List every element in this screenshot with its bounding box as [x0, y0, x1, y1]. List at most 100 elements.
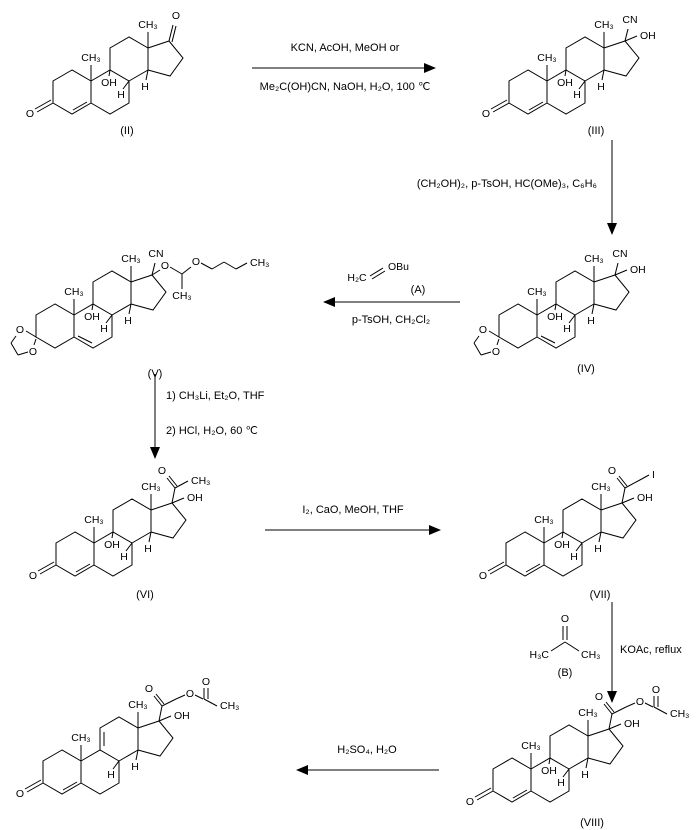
- bonds: [474, 696, 668, 803]
- ketone-o-label: O: [29, 570, 37, 582]
- compound-label-a: (A): [411, 284, 426, 296]
- c14-h-label: H: [597, 81, 605, 93]
- c19-methyl-label: CH₃: [71, 732, 90, 744]
- acetyl-methyl-label: CH₃: [670, 708, 689, 720]
- c8-h-label: H: [117, 89, 125, 101]
- butyl-methyl-label: CH₃: [250, 257, 269, 269]
- compound-label-ii: (II): [120, 125, 133, 137]
- structure-b-acetone: O H₃C CH₃ (B): [530, 613, 601, 679]
- c19-methyl-label: CH₃: [521, 740, 540, 752]
- bonds: [473, 262, 630, 356]
- c9-hydroxy-label: OH: [84, 311, 100, 323]
- ether-o2-label: O: [192, 256, 200, 268]
- c8-h-label: H: [570, 551, 578, 563]
- acetyl-carbonyl-o-label: O: [202, 676, 210, 688]
- acetal-methyl-label: CH₃: [172, 290, 191, 302]
- c17-hydroxy-label: OH: [630, 264, 646, 276]
- c8-h-label: H: [107, 769, 115, 781]
- c9-hydroxy-label: OH: [541, 765, 557, 777]
- compound-label-viii: (VIII): [580, 817, 604, 829]
- nitrile-label: CN: [612, 248, 627, 260]
- c19-methyl-label: CH₃: [537, 52, 556, 64]
- arrow-step6: [607, 602, 617, 703]
- c14-h-label: H: [581, 769, 589, 781]
- structure-viii: O CH₃ CH₃ OH H H O O O CH₃ OH (VIII): [466, 684, 690, 829]
- c20-ketone-o-label: O: [595, 691, 603, 703]
- ketone-o-label: O: [482, 108, 490, 120]
- c8-h-label: H: [120, 551, 128, 563]
- nitrile-label: CN: [148, 248, 163, 260]
- structure-iv: O O CH₃ CH₃ OH H H CN OH (IV): [473, 248, 646, 375]
- bonds: [550, 626, 580, 652]
- reagent-step1-line1: KCN, AcOH, MeOH or: [290, 42, 400, 54]
- ketone-o-label: O: [466, 796, 474, 808]
- arrow-step1: [252, 63, 436, 73]
- c8-h-label: H: [100, 323, 108, 335]
- c17-hydroxy-label: OH: [187, 492, 203, 504]
- reagent-step3: p-TsOH, CH₂Cl₂: [351, 314, 431, 326]
- bonds: [487, 474, 650, 577]
- c18-methyl-label: CH₃: [594, 19, 613, 31]
- ketal-o2-label: O: [29, 346, 37, 358]
- bonds: [369, 267, 386, 280]
- reagent-step6: KOAc, reflux: [620, 644, 682, 656]
- ester-o-label: O: [636, 696, 644, 708]
- nitrile-label: CN: [622, 14, 637, 26]
- arrow-step7: [296, 765, 439, 775]
- c21-methyl-label: CH₃: [191, 475, 210, 487]
- reagent-step5: I₂, CaO, MeOH, THF: [302, 504, 404, 516]
- compound-label-b: (B): [558, 667, 573, 679]
- c8-h-label: H: [563, 323, 571, 335]
- ketal-o1-label: O: [479, 324, 487, 336]
- c19-methyl-label: CH₃: [84, 514, 103, 526]
- compound-label-vi: (VI): [136, 589, 154, 601]
- structure-v: O O CH₃ CH₃ OH H H CN O CH₃ O CH₃ (V): [10, 248, 269, 380]
- c9-hydroxy-label: OH: [101, 77, 117, 89]
- c18-methyl-label: CH₃: [128, 699, 147, 711]
- bonds: [490, 28, 640, 115]
- c9-hydroxy-label: OH: [104, 539, 120, 551]
- c9-hydroxy-label: OH: [554, 539, 570, 551]
- structure-a-vinyl-butyl-ether: H₂C OBu (A): [347, 261, 426, 296]
- reagent-step4-line2: 2) HCl, H₂O, 60 ℃: [166, 425, 258, 437]
- c20-ketone-o-label: O: [608, 465, 616, 477]
- ketone-o-label: O: [26, 108, 34, 120]
- c8-h-label: H: [557, 777, 565, 789]
- bonds: [37, 475, 189, 577]
- reagent-step1-line2: Me₂C(OH)CN, NaOH, H₂O, 100 ℃: [259, 81, 431, 93]
- c17-ketone-o-label: O: [172, 10, 180, 22]
- ketone-o-label: O: [16, 788, 24, 800]
- c19-methyl-label: CH₃: [527, 286, 546, 298]
- h2c-label: H₂C: [347, 272, 367, 284]
- c9-hydroxy-label: OH: [547, 311, 563, 323]
- ketone-o-label: O: [479, 570, 487, 582]
- c20-ketone-o-label: O: [145, 683, 153, 695]
- ether-o1-label: O: [161, 260, 169, 272]
- compound-label-vii: (VII): [590, 589, 611, 601]
- ketal-o1-label: O: [16, 324, 24, 336]
- bonds: [34, 24, 184, 115]
- c19-methyl-label: CH₃: [64, 286, 83, 298]
- c8-h-label: H: [573, 89, 581, 101]
- obu-label: OBu: [388, 261, 409, 273]
- c14-h-label: H: [594, 543, 602, 555]
- acetone-o-label: O: [561, 613, 569, 625]
- reagent-step2: (CH₂OH)₂, p-TsOH, HC(OMe)₃, C₆H₆: [416, 178, 597, 190]
- ketal-o2-label: O: [492, 346, 500, 358]
- c17-hydroxy-label: OH: [640, 30, 656, 42]
- acetyl-methyl-label: CH₃: [220, 700, 239, 712]
- acetyl-carbonyl-o-label: O: [652, 684, 660, 696]
- reagent-step4-line1: 1) CH₃Li, Et₂O, THF: [166, 390, 265, 402]
- iodo-label: I: [652, 469, 655, 481]
- c20-ketone-o-label: O: [158, 465, 166, 477]
- c18-methyl-label: CH₃: [141, 481, 160, 493]
- c14-h-label: H: [141, 81, 149, 93]
- bonds: [24, 688, 218, 795]
- structure-vi: O CH₃ CH₃ OH H H O CH₃ OH (VI): [29, 465, 211, 601]
- structure-vii: O CH₃ CH₃ OH H H O I OH (VII): [479, 465, 655, 601]
- c18-methyl-label: CH₃: [138, 19, 157, 31]
- c17-hydroxy-label: OH: [624, 718, 640, 730]
- compound-label-iv: (IV): [577, 363, 595, 375]
- arrow-step4: [150, 374, 160, 459]
- ester-o-label: O: [186, 688, 194, 700]
